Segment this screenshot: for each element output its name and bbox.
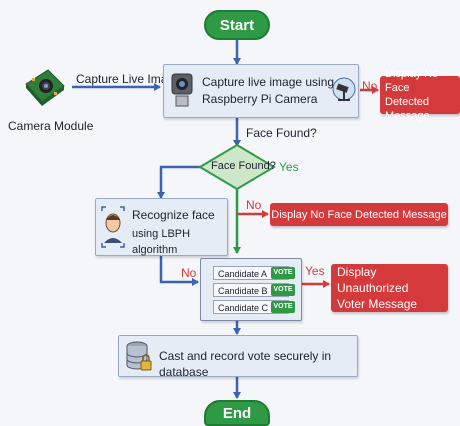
unauthorized-line1: Display Unauthorized xyxy=(337,265,409,295)
start-label: Start xyxy=(219,16,255,34)
camera-module-icon xyxy=(22,66,68,112)
candidate-row-a[interactable]: Candidate A xyxy=(213,266,289,280)
no-label-decision: No xyxy=(246,198,262,212)
ballot-box: Candidate A VOTE Candidate B VOTE Candid… xyxy=(200,258,302,321)
capture-step-box: Capture live image using Raspberry Pi Ca… xyxy=(163,64,359,118)
decision-diamond xyxy=(198,143,276,191)
camera-module-label: Camera Module xyxy=(8,119,94,133)
yes-label-decision: Yes xyxy=(279,160,299,174)
raspberry-pi-camera-icon xyxy=(171,72,193,110)
recognize-line2: using LBPH algorithm xyxy=(132,228,191,256)
no-label-capture: No xyxy=(362,79,378,93)
no-face-msg2-text: Display No Face Detected Message xyxy=(271,208,447,221)
no-face-msg1-line2: Detected Message xyxy=(385,96,430,122)
no-face-message-box-2: Display No Face Detected Message xyxy=(270,203,448,226)
vote-button-b[interactable]: VOTE xyxy=(271,284,295,296)
end-terminal: End xyxy=(204,400,270,426)
no-label-recognize: No xyxy=(181,266,197,280)
arrow-recognize-to-candidates xyxy=(159,254,199,286)
capture-arrow-label: Capture Live Image xyxy=(76,72,181,86)
end-label: End xyxy=(222,404,252,422)
recognize-line1: Recognize face xyxy=(132,208,215,222)
vote-button-c[interactable]: VOTE xyxy=(271,301,295,313)
unauthorized-line2: Voter Message xyxy=(337,297,418,311)
cast-vote-text: Cast and record vote securely in databas… xyxy=(159,349,332,379)
vote-button-a[interactable]: VOTE xyxy=(271,267,295,279)
surveillance-camera-icon xyxy=(332,77,356,105)
capture-step-line2: Raspberry Pi Camera xyxy=(202,92,318,106)
no-face-msg1-line1: Display No Face xyxy=(385,68,439,94)
capture-step-line1: Capture live image using xyxy=(202,75,335,89)
arrow-decision-to-recognize xyxy=(157,165,202,199)
candidate-c-name: Candidate C xyxy=(218,303,269,313)
candidate-row-b[interactable]: Candidate B xyxy=(213,283,289,297)
decision-text: Face Found? xyxy=(211,160,276,172)
unauthorized-message-box: Display Unauthorized Voter Message xyxy=(331,264,448,312)
start-terminal: Start xyxy=(204,10,270,40)
cast-vote-box: Cast and record vote securely in databas… xyxy=(118,335,358,379)
database-lock-icon xyxy=(125,341,153,373)
face-scan-icon xyxy=(100,205,126,249)
candidate-a-name: Candidate A xyxy=(218,269,268,279)
face-found-question: Face Found? xyxy=(246,126,317,140)
recognize-step-box: Recognize face using LBPH algorithm xyxy=(95,198,228,256)
yes-label-ballot: Yes xyxy=(305,264,325,278)
no-face-message-box-1: Display No Face Detected Message xyxy=(380,68,460,122)
candidate-b-name: Candidate B xyxy=(218,286,268,296)
